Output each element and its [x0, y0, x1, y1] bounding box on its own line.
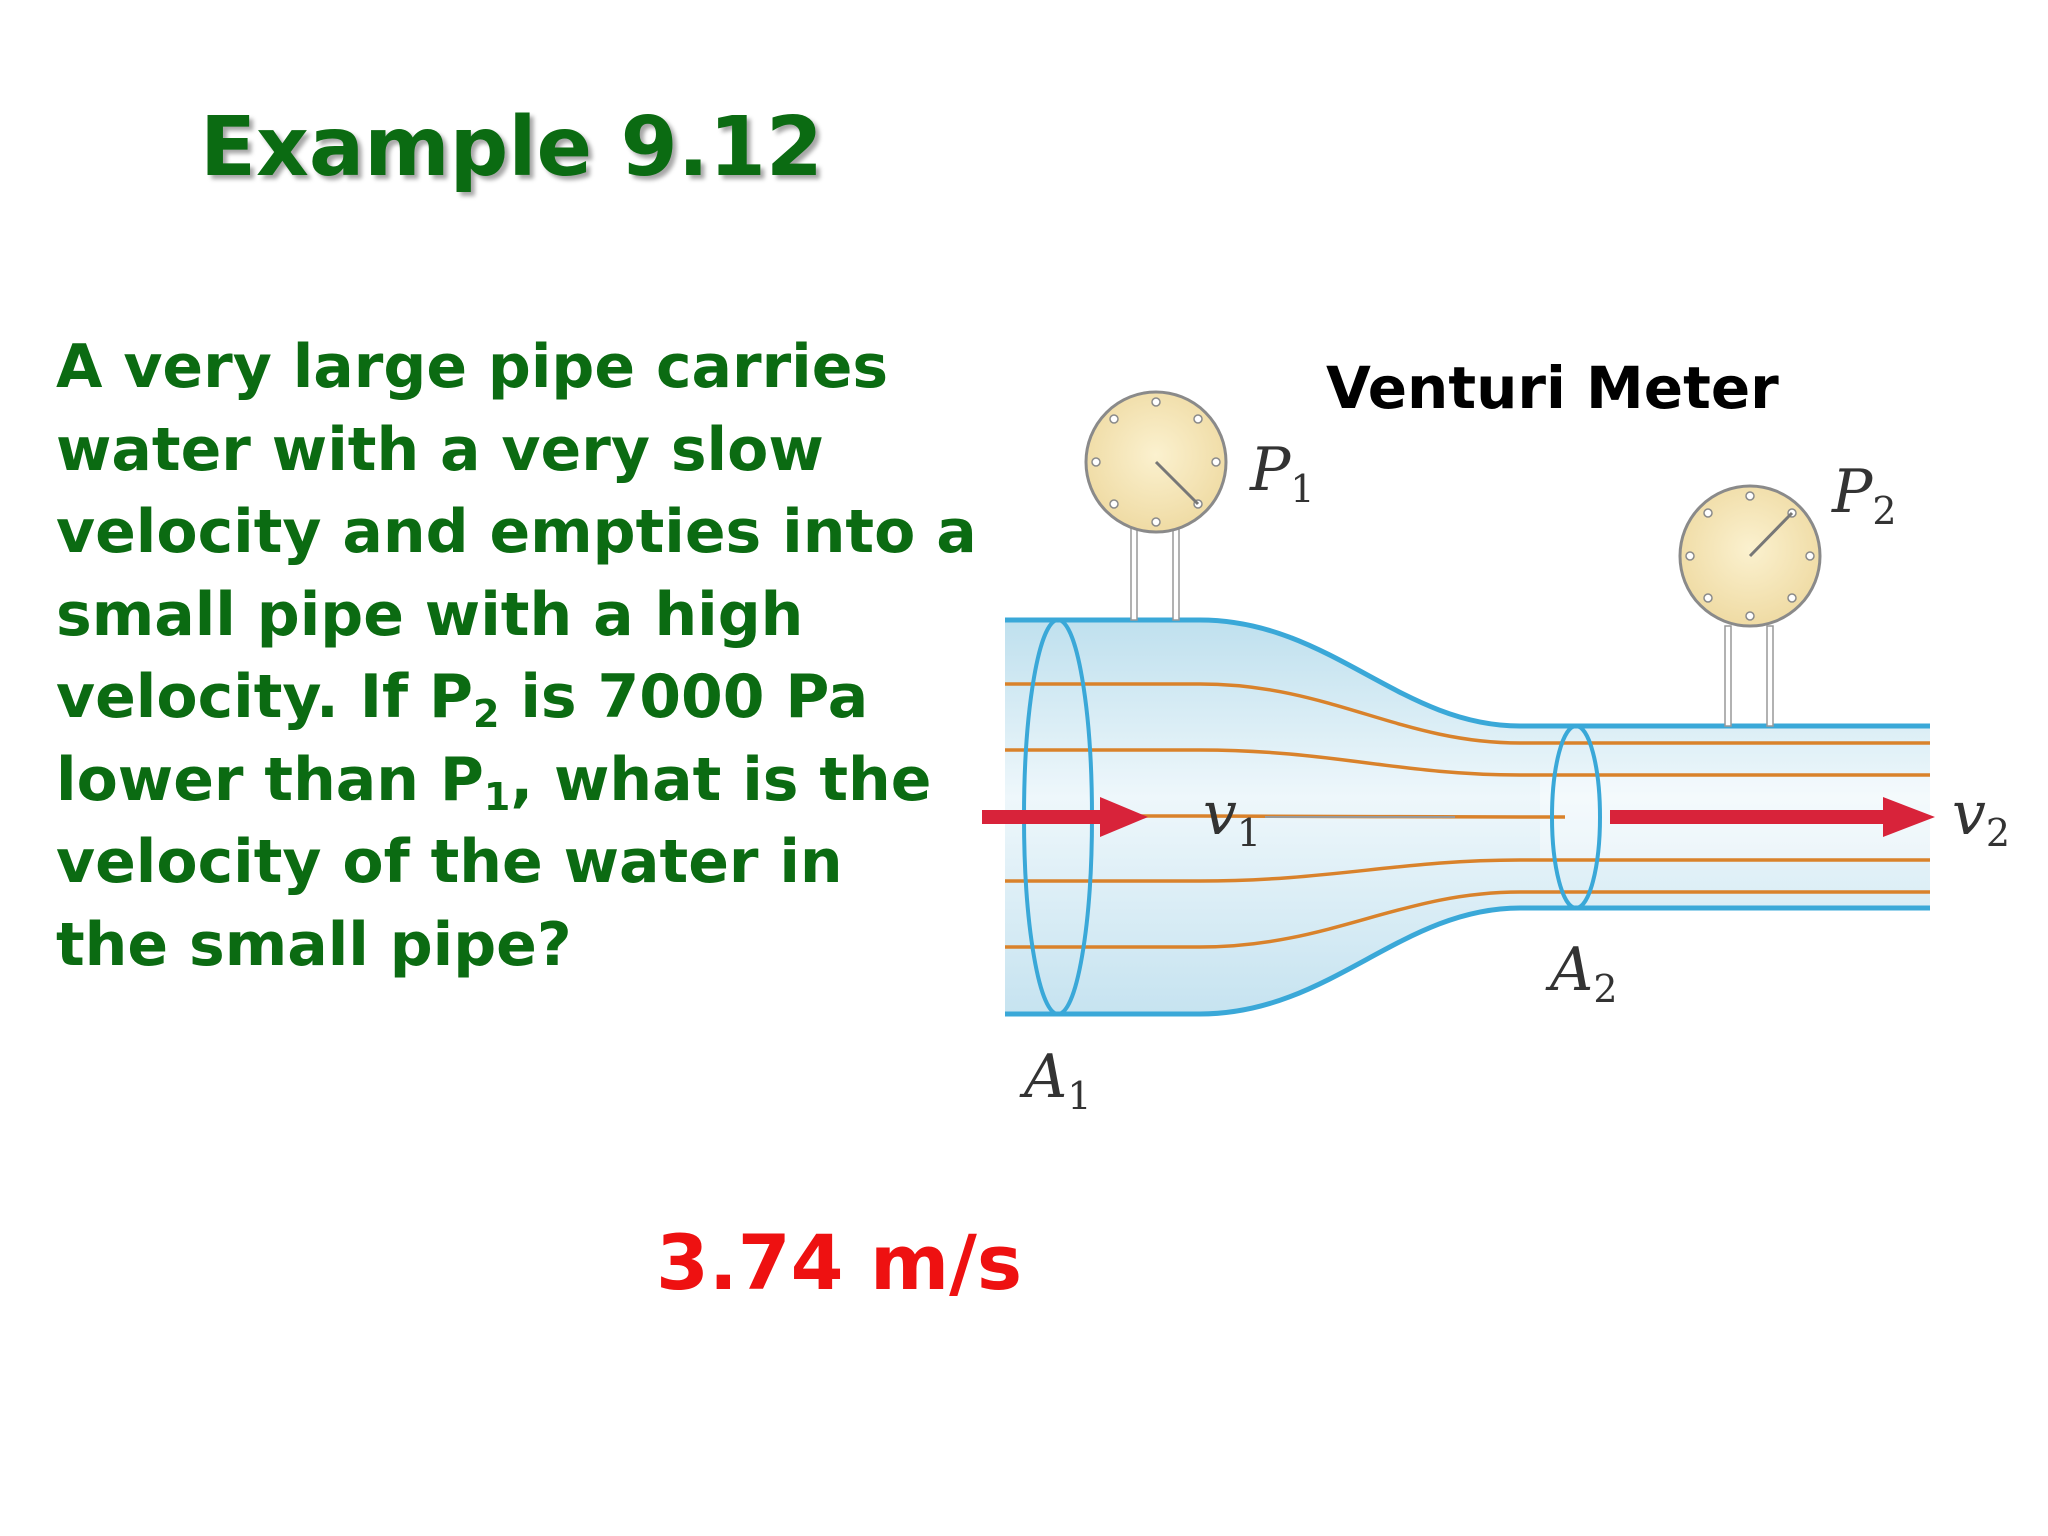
slide-title: Example 9.12 [200, 100, 823, 195]
label-a2: A2 [1545, 935, 1618, 1011]
pipe-top-wall [1005, 617, 1930, 729]
label-p2: P2 [1831, 457, 1897, 533]
answer-text: 3.74 m/s [656, 1218, 1023, 1307]
problem-line: lower than P1, what is the [56, 744, 932, 819]
gauge-needle [1748, 511, 1794, 558]
problem-statement: A very large pipe carries water with a v… [56, 326, 986, 986]
problem-line: the small pipe? [56, 909, 572, 980]
problem-line: velocity. If P2 is 7000 Pa [56, 662, 869, 736]
gauge-stem [1130, 519, 1138, 621]
cross-section-a2 [1550, 724, 1602, 910]
problem-line: small pipe with a high [56, 579, 804, 650]
label-v1: v1 [1203, 779, 1261, 855]
streamline [1005, 890, 1930, 949]
flow-arrow-v2 [1610, 797, 1935, 837]
gauge-ticks [1685, 491, 1815, 621]
problem-line: velocity of the water in [56, 827, 843, 897]
problem-line: velocity and empties into a [56, 497, 977, 567]
streamline [1005, 748, 1930, 777]
pressure-gauge-p2 [1678, 484, 1822, 727]
label-a1: A1 [1019, 1042, 1092, 1118]
label-v2: v2 [1952, 779, 2010, 855]
gauge-stem [1172, 519, 1180, 621]
gauge-stem [1766, 625, 1774, 727]
problem-line: A very large pipe carries [56, 332, 889, 402]
gauge-needle [1154, 460, 1200, 506]
label-p1: P1 [1249, 435, 1315, 511]
streamline [1005, 682, 1930, 745]
streamline [1005, 858, 1930, 883]
problem-line: water with a very slow [56, 414, 824, 485]
diagram-title: Venturi Meter [1326, 354, 1779, 422]
pipe-bottom-wall [1005, 905, 1930, 1017]
flow-arrow-v1 [982, 797, 1148, 837]
gauge-stem [1724, 625, 1732, 727]
pressure-gauge-p1 [1084, 390, 1228, 621]
